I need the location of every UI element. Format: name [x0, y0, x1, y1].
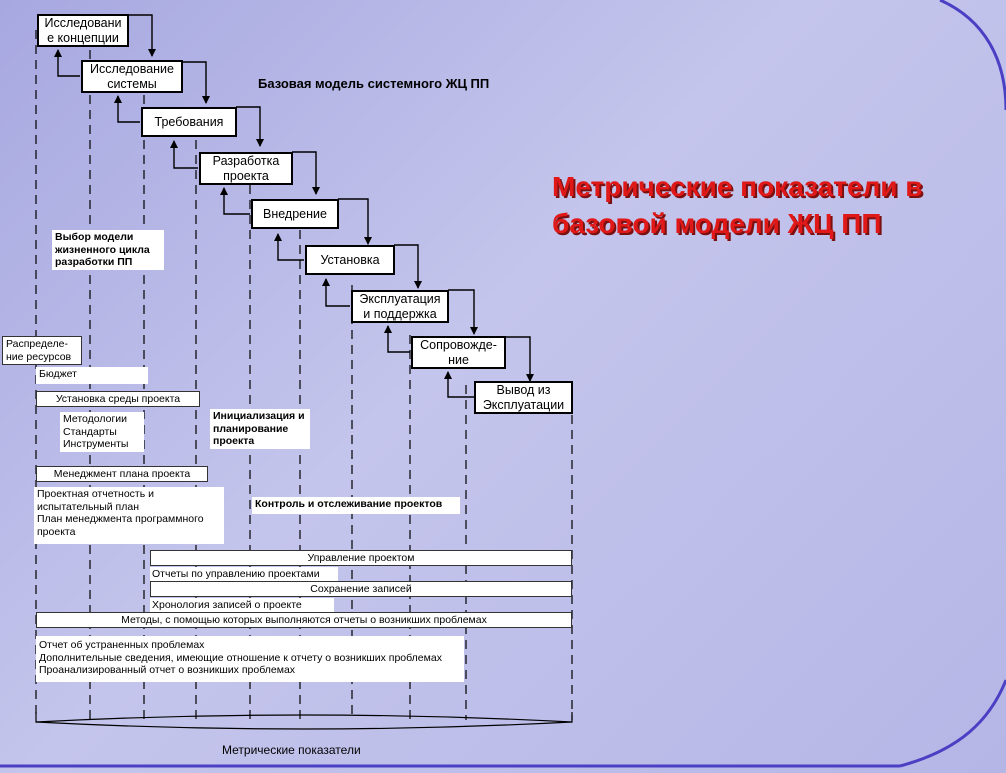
metrics-label: Метрические показатели	[222, 743, 361, 757]
return-arrows	[54, 49, 474, 398]
note-line: испытательный план	[37, 500, 140, 513]
bar-env-setup: Установка среды проекта	[36, 391, 200, 407]
note-line: План менеджмента программного	[37, 513, 204, 525]
note-line: Дополнительные сведения, имеющие отношен…	[39, 651, 442, 664]
diagram-heading: Базовая модель системного ЖЦ ПП	[258, 76, 490, 91]
note-line: разработки ПП	[55, 256, 133, 268]
note-line: проекта	[37, 525, 76, 538]
stage-line: Эксплуатации	[482, 397, 565, 412]
stage-line: Вывод из	[496, 382, 551, 397]
forward-arrows	[128, 14, 534, 382]
stage-line: Исследовани	[44, 15, 122, 30]
bar-plan-mgmt: Менеджмент плана проекта	[36, 466, 208, 482]
bar-records-history: Хронология записей о проекте	[150, 598, 334, 612]
stage-implementation: Внедрение	[251, 199, 339, 229]
stage-requirements: Требования	[141, 107, 237, 137]
stage-line: Исследование	[90, 61, 174, 76]
note-line: Стандарты	[63, 425, 117, 438]
note-line: планирование	[213, 422, 289, 435]
note-line: Проанализированный отчет о возникших про…	[39, 664, 296, 676]
stage-line: Разработка	[212, 153, 280, 168]
note-line: Инициализация и	[213, 410, 305, 422]
note-line: Проектная отчетность и	[37, 488, 154, 500]
bar-records: Сохранение записей	[150, 581, 572, 597]
stage-line: Установка	[320, 252, 380, 267]
note-line: Отчет об устраненных проблемах	[39, 639, 205, 651]
note-reporting: Проектная отчетность и испытательный пла…	[34, 487, 224, 544]
note-line: ние ресурсов	[6, 350, 72, 363]
note-problem-reports: Отчет об устраненных проблемах Дополните…	[36, 636, 464, 682]
stage-line: проекта	[223, 168, 269, 183]
note-init-planning: Инициализация и планирование проекта	[210, 409, 310, 449]
bar-problem-methods: Методы, с помощью которых выполняются от…	[36, 612, 572, 628]
stage-line: и поддержка	[363, 306, 437, 321]
stage-line: е концепции	[47, 30, 119, 45]
note-line: Распределе-	[6, 338, 68, 350]
note-line: жизненного цикла	[55, 243, 150, 256]
stage-line: Сопровожде-	[420, 337, 497, 352]
note-line: Выбор модели	[55, 231, 134, 243]
metrics-brace	[35, 712, 573, 730]
note-budget: Бюджет	[36, 367, 148, 384]
stage-line: Требования	[154, 114, 224, 129]
note-line: Инструменты	[63, 438, 129, 450]
note-model-choice: Выбор модели жизненного цикла разработки…	[52, 230, 164, 270]
stage-line: Эксплуатация	[359, 291, 441, 306]
note-line: проекта	[213, 435, 255, 447]
note-control: Контроль и отслеживание проектов	[252, 497, 460, 514]
note-line: Методологии	[63, 413, 128, 425]
slide-title: Метрические показатели в базовой модели …	[552, 171, 923, 239]
stage-line: системы	[107, 76, 157, 91]
stage-maintenance: Сопровожде-ние	[411, 336, 506, 369]
note-resources: Распределе- ние ресурсов	[2, 336, 82, 365]
stage-line: ние	[448, 352, 469, 367]
stage-line: Внедрение	[263, 206, 327, 221]
bar-mgmt-reports: Отчеты по управлению проектами	[150, 567, 338, 581]
bar-project-mgmt: Управление проектом	[150, 550, 572, 566]
note-methods: Методологии Стандарты Инструменты	[60, 412, 144, 452]
stage-installation: Установка	[305, 245, 395, 275]
